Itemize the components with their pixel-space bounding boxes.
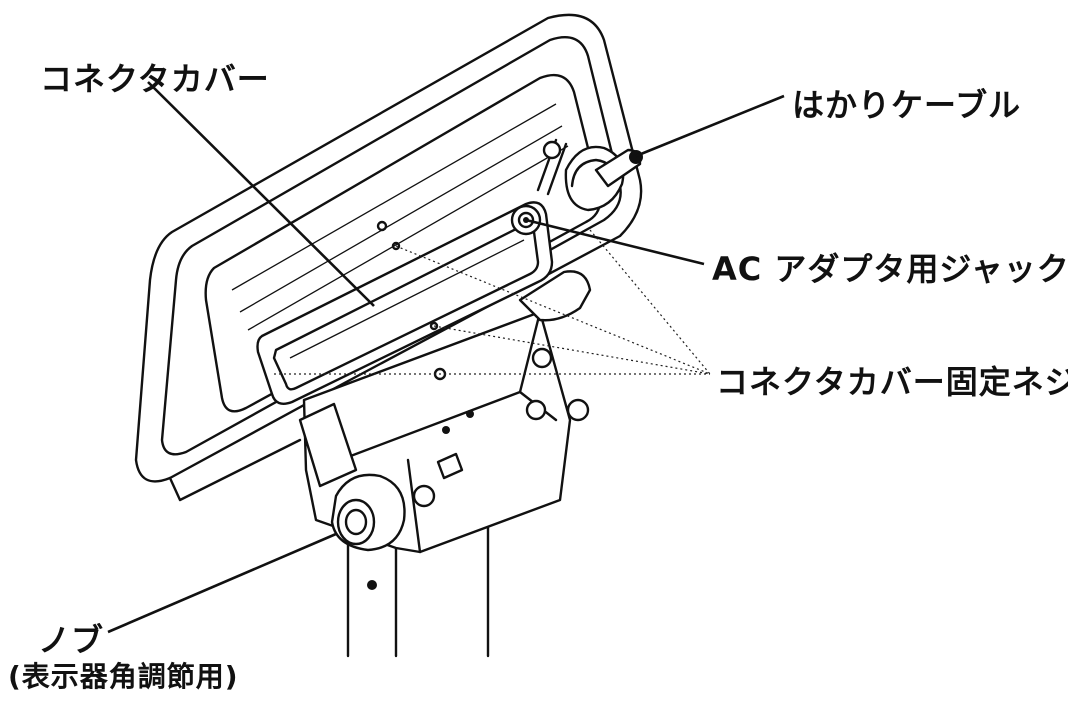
label-scale-cable: はかりケーブル — [792, 86, 1022, 124]
leader-connector-cover — [147, 81, 375, 307]
label-knob-purpose: (表示器角調節用) — [8, 660, 239, 693]
leader-ac-jack — [525, 218, 705, 266]
leader-scale-cable — [635, 94, 785, 158]
label-connector-cover-screws: コネクタカバー固定ネジ — [716, 363, 1068, 401]
scale-cable-gland — [536, 138, 643, 212]
label-knob: ノブ — [38, 621, 105, 659]
screw-dotted-leaders — [274, 229, 711, 375]
leader-lines — [107, 81, 785, 634]
label-ac-adapter-jack: AC アダプタ用ジャック — [712, 250, 1068, 288]
leader-knob — [107, 532, 337, 634]
angle-knob — [330, 473, 406, 552]
label-connector-cover: コネクタカバー — [40, 60, 270, 98]
